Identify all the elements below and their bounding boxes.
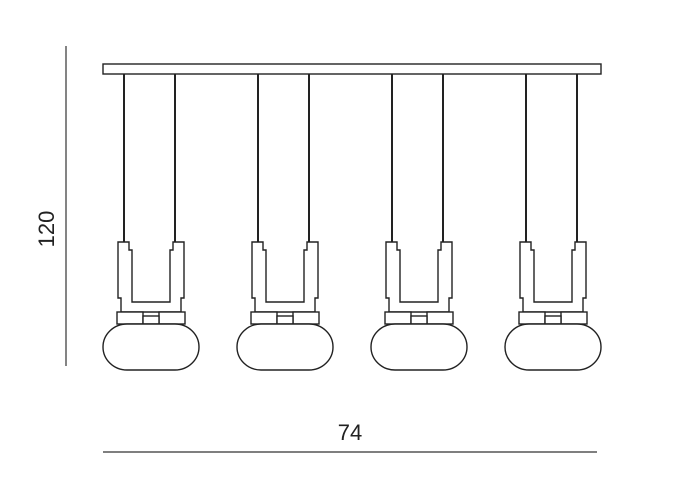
pendant-unit xyxy=(102,74,200,371)
pendant-unit xyxy=(370,74,468,371)
connector-right xyxy=(292,311,320,325)
connector-center xyxy=(142,315,160,325)
ceiling-canopy xyxy=(102,63,602,75)
connector-right xyxy=(560,311,588,325)
glass-shade xyxy=(504,323,602,371)
connector-left xyxy=(116,311,144,325)
connector-left xyxy=(384,311,412,325)
glass-shade xyxy=(236,323,334,371)
u-bracket xyxy=(117,241,185,313)
connector-center xyxy=(410,315,428,325)
pendant-unit xyxy=(236,74,334,371)
height-dimension-label: 120 xyxy=(34,210,59,248)
u-bracket xyxy=(519,241,587,313)
width-dimension-label: 74 xyxy=(337,420,363,445)
connector-center xyxy=(276,315,294,325)
connector-right xyxy=(426,311,454,325)
glass-shade xyxy=(370,323,468,371)
connector-center xyxy=(544,315,562,325)
pendant-unit xyxy=(504,74,602,371)
pendant-group xyxy=(102,74,602,371)
connector-right xyxy=(158,311,186,325)
u-bracket xyxy=(251,241,319,313)
connector-left xyxy=(250,311,278,325)
glass-shade xyxy=(102,323,200,371)
connector-left xyxy=(518,311,546,325)
u-bracket xyxy=(385,241,453,313)
